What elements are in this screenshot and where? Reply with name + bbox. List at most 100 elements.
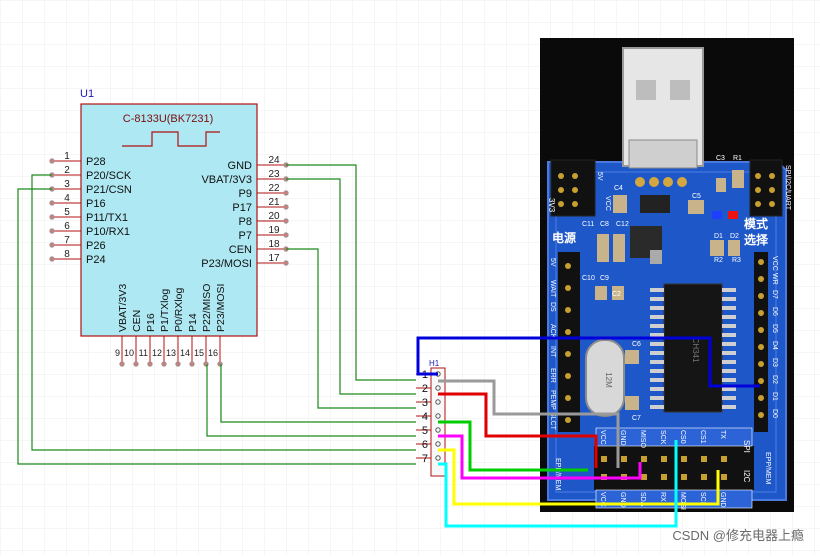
wire-yellow bbox=[438, 448, 720, 506]
left-header-label: DS bbox=[549, 302, 556, 312]
label-3v3: 3V3 bbox=[547, 198, 556, 213]
pin-number: 13 bbox=[166, 348, 176, 358]
pin-number: 6 bbox=[422, 439, 428, 451]
pin-name: P10/RX1 bbox=[86, 226, 130, 238]
h1-pin-7: 7 bbox=[416, 453, 441, 465]
pin-number: 1 bbox=[64, 151, 70, 162]
header-pin bbox=[758, 412, 764, 418]
header-pin bbox=[565, 417, 571, 423]
right-header-label: D7 bbox=[771, 290, 778, 299]
antenna-symbol bbox=[122, 131, 220, 147]
component-label: D2 bbox=[730, 233, 739, 240]
chip-pin bbox=[650, 288, 664, 292]
pin-number: 3 bbox=[64, 179, 70, 190]
component-label: R1 bbox=[733, 155, 742, 162]
pin-number: 8 bbox=[64, 249, 70, 260]
pin-name: P17 bbox=[232, 202, 252, 214]
component-label: C3 bbox=[716, 155, 725, 162]
pin-name: P23/MOSI bbox=[201, 258, 252, 270]
header-pin bbox=[681, 474, 687, 480]
bottom-header bbox=[594, 427, 754, 509]
right-header-label: D4 bbox=[771, 341, 778, 350]
chip-pin bbox=[650, 297, 664, 301]
chip-pin bbox=[722, 396, 736, 400]
chip-pin bbox=[722, 360, 736, 364]
component-label: C2 bbox=[612, 291, 621, 298]
left-header-label: ERR bbox=[549, 368, 556, 383]
pin-name: P21/CSN bbox=[86, 184, 132, 196]
pin-number: 21 bbox=[268, 197, 280, 208]
pin-name: P0/RXlog bbox=[173, 287, 185, 332]
header-pin bbox=[621, 456, 627, 462]
bottom-top-label: MISO bbox=[639, 430, 646, 448]
label-power: 电源 bbox=[552, 230, 576, 245]
power-jumper-header bbox=[550, 159, 596, 217]
pin-name: P16 bbox=[145, 313, 157, 332]
pin-number: 23 bbox=[268, 169, 280, 180]
chip-pin bbox=[722, 315, 736, 319]
chip-pin bbox=[650, 396, 664, 400]
header-pin bbox=[701, 474, 707, 480]
bottom-top-label: VCC bbox=[599, 430, 606, 445]
pin-number: 5 bbox=[64, 207, 70, 218]
u1-left-pin-3: 3 P21/CSN bbox=[49, 179, 132, 196]
net-p22-miso bbox=[206, 364, 416, 437]
component-label: C4 bbox=[614, 185, 623, 192]
pin-number: 15 bbox=[194, 348, 204, 358]
u1-bottom-pin-13: 13 P0/RXlog bbox=[166, 287, 185, 367]
pin-number: 9 bbox=[115, 348, 120, 358]
pin-number: 4 bbox=[422, 411, 428, 423]
header-pin bbox=[641, 474, 647, 480]
header-pin bbox=[641, 456, 647, 462]
header-pin bbox=[565, 329, 571, 335]
pin-number: 7 bbox=[422, 453, 428, 465]
component-label: C12 bbox=[616, 221, 629, 228]
chip-pin bbox=[650, 360, 664, 364]
chip-pin bbox=[722, 405, 736, 409]
pin-number: 16 bbox=[208, 348, 218, 358]
bottom-top-label: TX bbox=[719, 430, 726, 439]
right-header-label: D6 bbox=[771, 307, 778, 316]
pin-number: 2 bbox=[64, 165, 70, 176]
chip-pin bbox=[650, 315, 664, 319]
u1-part-number: C-8133U(BK7231) bbox=[123, 113, 214, 125]
pin-name: P11/TX1 bbox=[86, 212, 128, 224]
pin-number: 12 bbox=[152, 348, 162, 358]
chip-pin bbox=[722, 306, 736, 310]
crystal-label: 12M bbox=[604, 372, 613, 388]
pin-name: CEN bbox=[229, 244, 252, 256]
left-header-label: INT bbox=[549, 346, 556, 358]
label-select: 选择 bbox=[744, 232, 769, 247]
net-gnd bbox=[286, 164, 416, 381]
pin-number: 6 bbox=[64, 221, 70, 232]
pin-name: P9 bbox=[239, 188, 252, 200]
chip-pin bbox=[650, 306, 664, 310]
label-spi-i2c-uart: SPI/I2C/UART bbox=[784, 165, 791, 211]
bottom-bottom-label: MOSI bbox=[679, 492, 686, 510]
watermark: CSDN @修充电器上瘾 bbox=[672, 528, 804, 543]
chip-pin bbox=[650, 405, 664, 409]
h1-reference: H1 bbox=[429, 359, 440, 368]
pin-name: P8 bbox=[239, 216, 252, 228]
component-label: C11 bbox=[582, 221, 594, 228]
pin-number: 20 bbox=[268, 211, 280, 222]
pin-number: 24 bbox=[268, 155, 280, 166]
chip-pin bbox=[722, 387, 736, 391]
left-header bbox=[558, 252, 580, 432]
component-label: C8 bbox=[600, 221, 609, 228]
wire-red bbox=[438, 392, 598, 468]
